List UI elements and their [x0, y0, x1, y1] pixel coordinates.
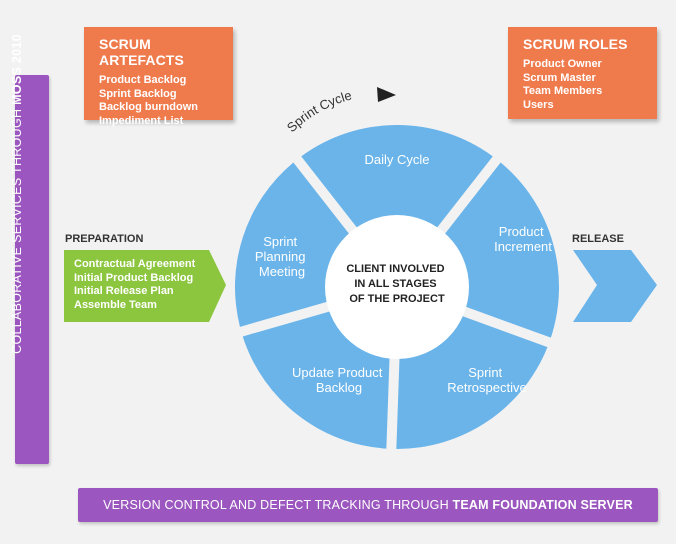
sprint-cycle-label: Sprint Cycle: [284, 88, 353, 136]
role-item: Team Members: [523, 85, 603, 97]
segment-label-product-increment: Product Increment: [494, 224, 552, 254]
role-item: Scrum Master: [523, 71, 596, 84]
segment-label-line: Meeting: [259, 264, 305, 279]
center-line: CLIENT INVOLVED: [346, 263, 444, 275]
preparation-label: PREPARATION: [65, 233, 144, 245]
center-line: IN ALL STAGES: [354, 278, 436, 290]
segment-label-line: Sprint: [263, 234, 297, 249]
version-control-regular: VERSION CONTROL AND DEFECT TRACKING THRO…: [103, 498, 449, 512]
segment-label-line: Retrospective: [447, 380, 526, 395]
collaborative-services-bar: [15, 75, 49, 464]
segment-label-line: Product: [499, 224, 544, 239]
preparation-item: Contractual Agreement: [74, 258, 196, 270]
version-control-bold: TEAM FOUNDATION SERVER: [452, 498, 633, 512]
scrum-artefacts-box: SCRUM ARTEFACTS Product Backlog Sprint B…: [84, 27, 233, 127]
sprint-cycle-arrow-icon: [377, 87, 396, 102]
segment-label-line: Backlog: [316, 380, 362, 395]
preparation-item: Initial Release Plan: [74, 285, 174, 297]
artefact-item: Impediment List: [99, 114, 184, 127]
preparation-arrow: [64, 250, 226, 322]
center-text: CLIENT INVOLVED IN ALL STAGES OF THE PRO…: [346, 263, 447, 305]
segment-label-line: Sprint: [468, 365, 502, 380]
scrum-roles-title: SCRUM ROLES: [523, 36, 628, 52]
artefact-item: Product Backlog: [99, 74, 187, 86]
preparation-list: Contractual Agreement Initial Product Ba…: [74, 258, 195, 312]
scrum-artefacts-title: SCRUM ARTEFACTS: [99, 36, 184, 68]
preparation-item: Initial Product Backlog: [74, 271, 194, 284]
segment-label-line: Increment: [494, 239, 552, 254]
release-arrow: [573, 250, 657, 322]
segment-daily-cycle: [301, 125, 493, 237]
segment-label-line: Planning: [255, 249, 306, 264]
role-item: Users: [523, 98, 554, 111]
artefact-item: Backlog burndown: [99, 101, 198, 113]
scrum-roles-box: SCRUM ROLES Product Owner Scrum Master T…: [508, 27, 657, 119]
segment-label-sprint-retrospective: Sprint Retrospective: [447, 365, 526, 395]
segment-label-update-product-backlog: Update Product Backlog: [292, 365, 386, 395]
segment-label-daily-cycle: Daily Cycle: [364, 152, 429, 167]
segment-label-sprint-planning-meeting: Sprint Planning Meeting: [255, 234, 309, 279]
scrum-roles-list: Product Owner Scrum Master Team Members …: [523, 58, 657, 112]
artefact-item: Sprint Backlog: [99, 87, 177, 100]
segment-label-line: Update Product: [292, 365, 383, 380]
release-label: RELEASE: [572, 233, 624, 245]
center-circle: [325, 215, 469, 359]
sprint-cycle-text: Sprint Cycle: [284, 88, 353, 136]
segment-label-line: Daily Cycle: [364, 152, 429, 167]
scrum-artefacts-list: Product Backlog Sprint Backlog Backlog b…: [99, 74, 233, 128]
center-line: OF THE PROJECT: [349, 293, 445, 305]
preparation-item: Assemble Team: [74, 298, 157, 311]
role-item: Product Owner: [523, 58, 602, 70]
version-control-bar: VERSION CONTROL AND DEFECT TRACKING THRO…: [78, 488, 658, 522]
